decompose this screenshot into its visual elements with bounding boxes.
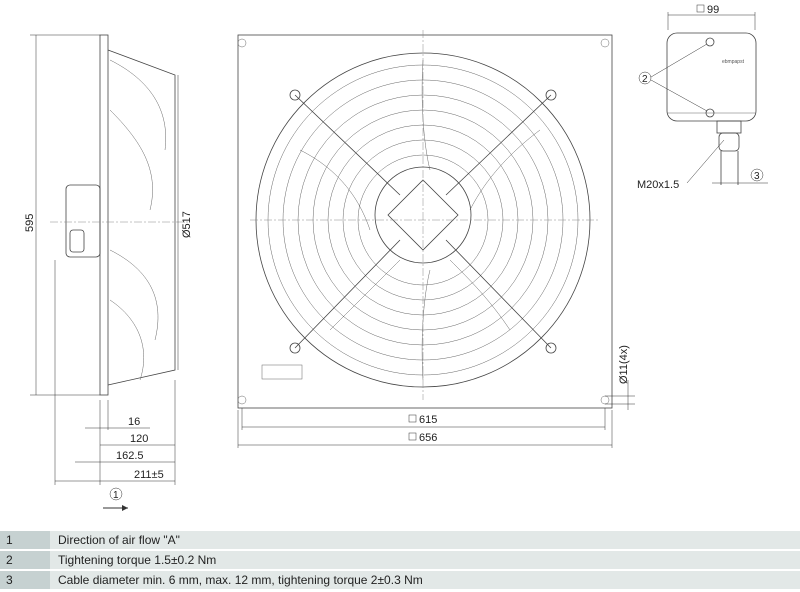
legend-row: 3 Cable diameter min. 6 mm, max. 12 mm, …: [0, 571, 800, 589]
dim-211: 211±5: [134, 469, 164, 481]
dim-615: 615: [419, 414, 437, 426]
brand-label: ebmpapst: [722, 59, 745, 65]
dim-595: 595: [24, 214, 36, 232]
dim-120: 120: [130, 433, 148, 445]
legend-num: 2: [0, 551, 50, 569]
legend-text: Cable diameter min. 6 mm, max. 12 mm, ti…: [50, 571, 800, 589]
legend-num: 3: [0, 571, 50, 589]
legend-row: 1 Direction of air flow "A": [0, 531, 800, 549]
dim-656: 656: [419, 432, 437, 444]
dim-517: Ø517: [181, 211, 193, 238]
side-view: [50, 34, 190, 396]
callout-3: 3: [754, 171, 760, 182]
legend-num: 1: [0, 531, 50, 549]
dim-99: 99: [707, 4, 719, 16]
legend-table: 1 Direction of air flow "A" 2 Tightening…: [0, 529, 800, 591]
front-view: [237, 30, 613, 409]
callout-1: 1: [113, 490, 119, 501]
legend-text: Direction of air flow "A": [50, 531, 800, 549]
front-dimensions: 615 656 Ø11(4x): [237, 345, 635, 448]
terminal-box: 99 ebmpapst 2 M20x1.5 3: [637, 4, 768, 191]
side-dimensions: 595 Ø517 16 120 162.5 211±5 1: [24, 34, 193, 511]
dim-16: 16: [128, 416, 140, 428]
dim-hole: Ø11(4x): [618, 345, 630, 384]
dim-162-5: 162.5: [116, 450, 144, 462]
callout-2: 2: [642, 74, 648, 85]
legend-row: 2 Tightening torque 1.5±0.2 Nm: [0, 551, 800, 569]
fan-technical-drawing: 595 Ø517 16 120 162.5 211±5 1: [24, 4, 768, 511]
thread-label: M20x1.5: [637, 179, 679, 191]
legend-text: Tightening torque 1.5±0.2 Nm: [50, 551, 800, 569]
